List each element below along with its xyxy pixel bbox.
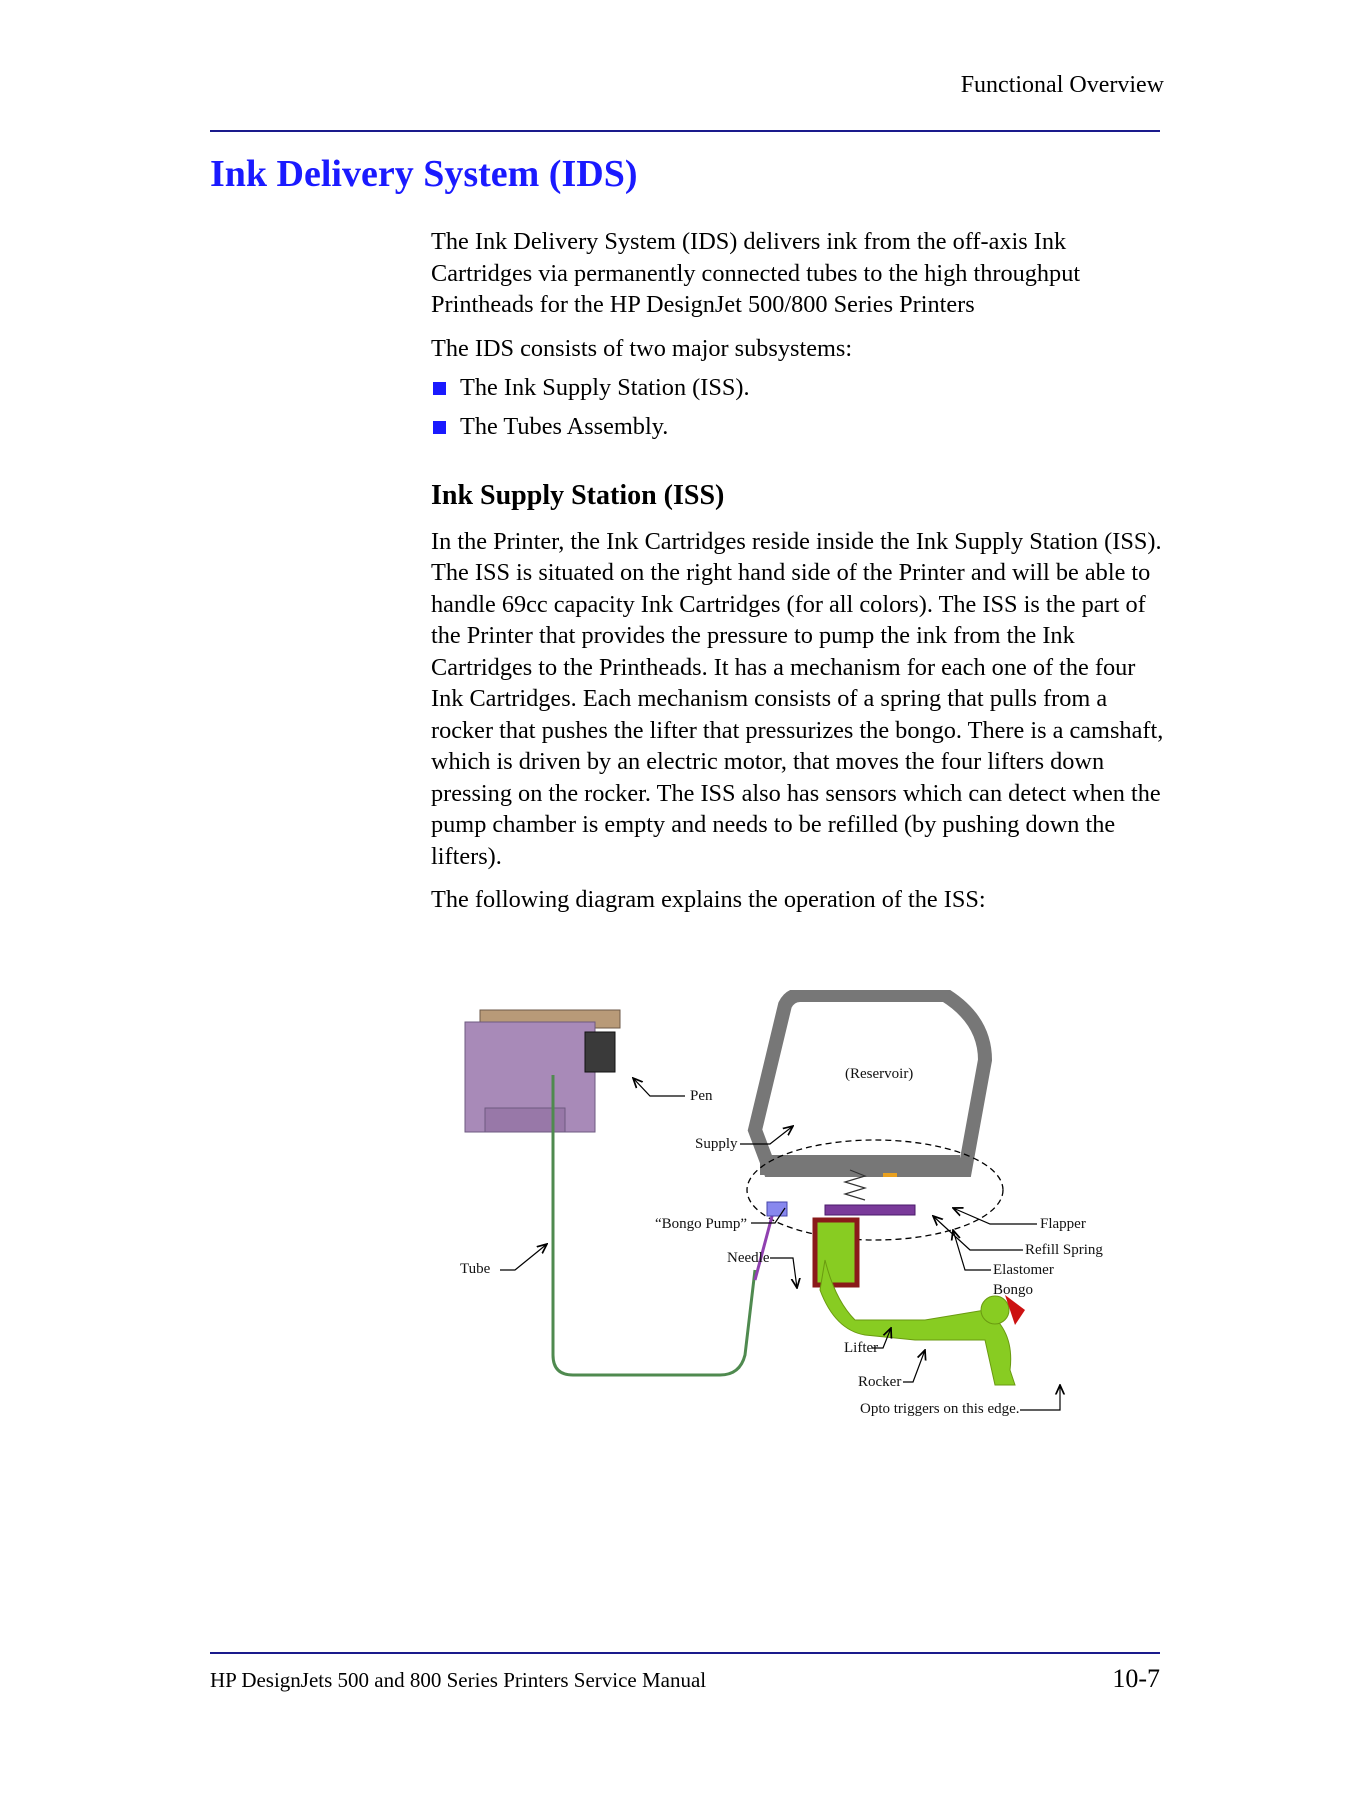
refill-spring — [842, 1169, 868, 1201]
list-item-text: The Ink Supply Station (ISS). — [460, 374, 750, 401]
needle — [753, 1204, 777, 1281]
label-pen: Pen — [690, 1088, 713, 1104]
reservoir — [747, 990, 993, 1177]
page-number: 10-7 — [1112, 1664, 1160, 1693]
diagram-intro: The following diagram explains the opera… — [431, 886, 986, 913]
label-supply: Supply — [695, 1136, 738, 1152]
elastomer — [824, 1204, 916, 1216]
label-lifter: Lifter — [844, 1340, 878, 1356]
tube — [551, 1075, 757, 1377]
page-title: Ink Delivery System (IDS) — [210, 153, 638, 195]
leader-lines — [500, 1078, 1060, 1411]
pen-cartridge — [464, 1009, 621, 1133]
label-bongo: Bongo — [993, 1282, 1033, 1298]
footer-rule — [210, 1652, 1160, 1654]
reservoir-base — [760, 1155, 960, 1175]
label-flapper: Flapper — [1040, 1216, 1086, 1232]
square-bullet-icon — [433, 420, 446, 434]
label-rocker: Rocker — [858, 1374, 901, 1390]
label-elastomer: Elastomer — [993, 1262, 1054, 1278]
intro-paragraph: The Ink Delivery System (IDS) delivers i… — [431, 228, 1081, 318]
label-needle: Needle — [727, 1250, 770, 1266]
label-reservoir: (Reservoir) — [845, 1066, 913, 1082]
label-refill-spring: Refill Spring — [1025, 1242, 1103, 1258]
label-tube: Tube — [460, 1261, 491, 1277]
square-bullet-icon — [433, 382, 446, 395]
flapper — [883, 1173, 897, 1177]
iss-paragraph: In the Printer, the Ink Cartridges resid… — [431, 527, 1164, 870]
running-head: Functional Overview — [960, 72, 1164, 98]
label-bongo-pump: “Bongo Pump” — [655, 1216, 747, 1232]
list-item-text: The Tubes Assembly. — [460, 412, 669, 440]
rocker — [819, 1259, 1016, 1386]
section-heading: Ink Supply Station (ISS) — [431, 480, 725, 511]
bongo — [812, 1217, 860, 1288]
header-rule — [210, 130, 1160, 132]
rocker-pivot — [980, 1295, 1010, 1325]
list-item: The Tubes Assembly. — [431, 411, 1171, 443]
subsystems-intro: The IDS consists of two major subsystems… — [431, 334, 853, 362]
body-column: The Ink Delivery System (IDS) delivers i… — [431, 226, 1171, 928]
bongo-pump-outline — [746, 1139, 1004, 1241]
label-opto: Opto triggers on this edge. — [860, 1401, 1020, 1417]
list-item: The Ink Supply Station (ISS). — [431, 372, 1171, 404]
iss-diagram: (Reservoir) Pen Supply “Bongo Pump” Tube… — [460, 990, 1103, 1417]
footer-manual-title: HP DesignJets 500 and 800 Series Printer… — [210, 1668, 707, 1692]
rocker-tip — [1005, 1295, 1025, 1325]
subsystem-list: The Ink Supply Station (ISS). The Tubes … — [431, 372, 1171, 442]
